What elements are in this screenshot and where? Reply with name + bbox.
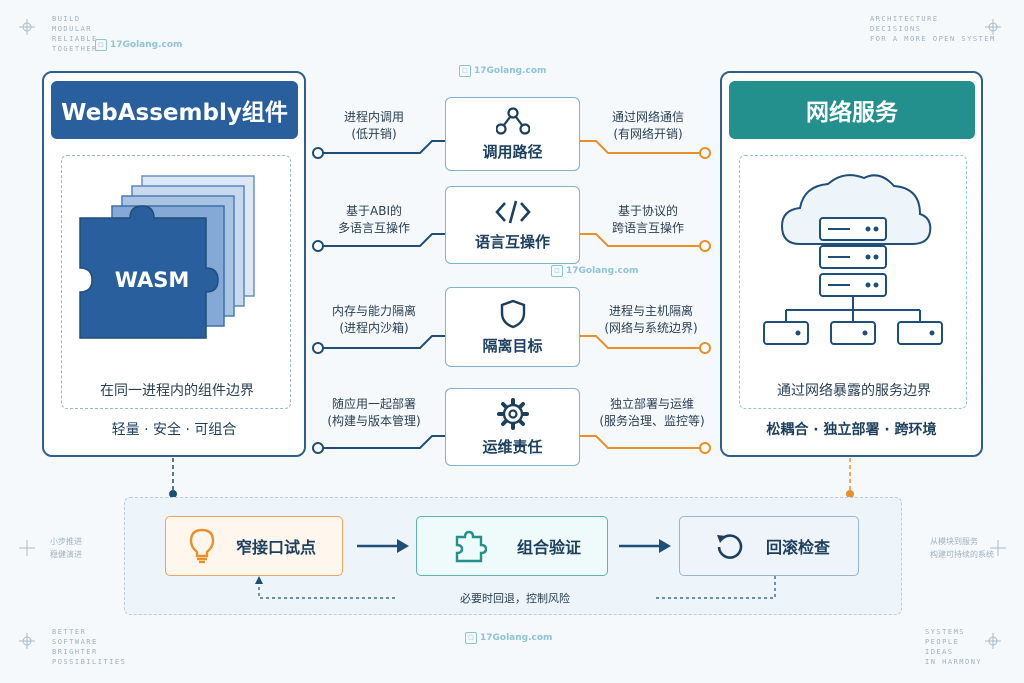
- crosshair-icon: [19, 633, 35, 649]
- corner-text-top-left: BUILD MODULAR RELIABLE TOGETHER: [52, 15, 98, 53]
- wasm-label: WASM: [114, 268, 190, 292]
- comparison-right-text: 通过网络通信 (有网络开销): [611, 110, 684, 141]
- corner-text-bottom-right: SYSTEMS PEOPLE IDEAS IN HARMONY: [925, 628, 983, 666]
- watermark-text: 17Golang.com: [480, 633, 553, 643]
- watermark-logo-icon: ☐: [459, 65, 471, 77]
- step-composition-validation: 组合验证: [416, 516, 608, 576]
- comparison-right-text: 独立部署与运维 (服务治理、监控等): [599, 397, 705, 428]
- comparison-box-call-path: 调用路径: [445, 97, 580, 171]
- rollback-loop-line: [255, 576, 776, 599]
- step-rollback-check: 回滚检查: [679, 516, 859, 576]
- comparison-label: 调用路径: [482, 142, 543, 161]
- path-nodes-icon: [495, 106, 530, 135]
- corner-text-bottom-left: BETTER SOFTWARE BRIGHTER POSSIBILITIES: [52, 628, 127, 666]
- rollout-flow-container: 窄接口试点 组合验证 回滚检查 必要时回退，控制风险: [124, 497, 902, 615]
- wasm-panel: WebAssembly组件 WASM 在同一进程内的组件边界 轻量 · 安全 ·…: [42, 71, 306, 457]
- crosshair-icon: [19, 540, 35, 556]
- arrow-right-icon: [619, 539, 671, 553]
- service-boundary-text: 通过网络暴露的服务边界: [777, 383, 931, 399]
- rollback-icon: [717, 534, 743, 559]
- puzzle-icon: [455, 530, 487, 563]
- comparison-label: 运维责任: [482, 437, 543, 456]
- watermark: ☐17Golang.com: [459, 65, 546, 77]
- network-service-panel: 网络服务 通过网络暴露的服务边界 松耦合 · 独立部署 · 跨环境: [720, 71, 983, 457]
- corner-text-mid-right: 从模块到服务 构建可持续的系统: [930, 537, 994, 559]
- comparison-left-text: 随应用一起部署 (构建与版本管理): [327, 397, 421, 428]
- lightbulb-icon: [189, 528, 215, 564]
- watermark-logo-icon: ☐: [551, 265, 563, 277]
- wasm-boundary-box: WASM 在同一进程内的组件边界: [61, 155, 291, 409]
- crosshair-icon: [990, 540, 1006, 556]
- comparison-box-language-interop: 语言互操作: [445, 186, 580, 264]
- comparison-left-text: 内存与能力隔离 (进程内沙箱): [331, 304, 416, 335]
- watermark-text: 17Golang.com: [110, 40, 183, 50]
- service-boundary-box: 通过网络暴露的服务边界: [739, 155, 967, 409]
- step-label: 窄接口试点: [236, 538, 317, 557]
- comparison-right-text: 进程与主机隔离 (网络与系统边界): [604, 304, 698, 335]
- corner-text-top-right: ARCHITECTURE DECISIONS FOR A MORE OPEN S…: [870, 15, 996, 43]
- cloud-server-icon: [763, 174, 943, 345]
- arrow-right-icon: [357, 539, 409, 553]
- network-traits: 松耦合 · 独立部署 · 跨环境: [766, 422, 937, 438]
- comparison-box-ops: 运维责任: [445, 388, 580, 466]
- watermark-logo-icon: ☐: [95, 39, 107, 51]
- step-label: 组合验证: [517, 538, 582, 557]
- comparison-left-text: 进程内调用 (低开销): [343, 110, 404, 141]
- crosshair-icon: [985, 19, 1001, 35]
- code-brackets-icon: [494, 200, 531, 223]
- comparison-right-text: 基于协议的 跨语言互操作: [611, 204, 684, 235]
- watermark-logo-icon: ☐: [465, 632, 477, 644]
- watermark-text: 17Golang.com: [474, 66, 547, 76]
- comparison-label: 语言互操作: [474, 232, 550, 251]
- watermark-text: 17Golang.com: [566, 266, 639, 276]
- gear-icon: [496, 397, 529, 430]
- comparison-left-text: 基于ABI的 多语言互操作: [337, 204, 410, 235]
- crosshair-icon: [985, 633, 1001, 649]
- shield-icon: [500, 299, 525, 328]
- crosshair-icon: [19, 19, 35, 35]
- wasm-traits: 轻量 · 安全 · 可组合: [111, 422, 237, 438]
- watermark: ☐17Golang.com: [95, 39, 182, 51]
- corner-text-mid-left: 小步推进 稳健演进: [50, 537, 82, 559]
- step-narrow-interface-pilot: 窄接口试点: [165, 516, 343, 576]
- step-label: 回滚检查: [766, 538, 831, 557]
- comparison-box-isolation: 隔离目标: [445, 287, 580, 367]
- wasm-panel-title: WebAssembly组件: [51, 81, 298, 139]
- wasm-stack-icon: [79, 175, 255, 339]
- comparison-label: 隔离目标: [482, 336, 543, 355]
- rollback-loop-label: 必要时回退，控制风险: [460, 592, 570, 605]
- wasm-boundary-text: 在同一进程内的组件边界: [100, 383, 254, 399]
- watermark: ☐17Golang.com: [465, 632, 552, 644]
- network-panel-title: 网络服务: [729, 81, 975, 139]
- watermark: ☐17Golang.com: [551, 265, 638, 277]
